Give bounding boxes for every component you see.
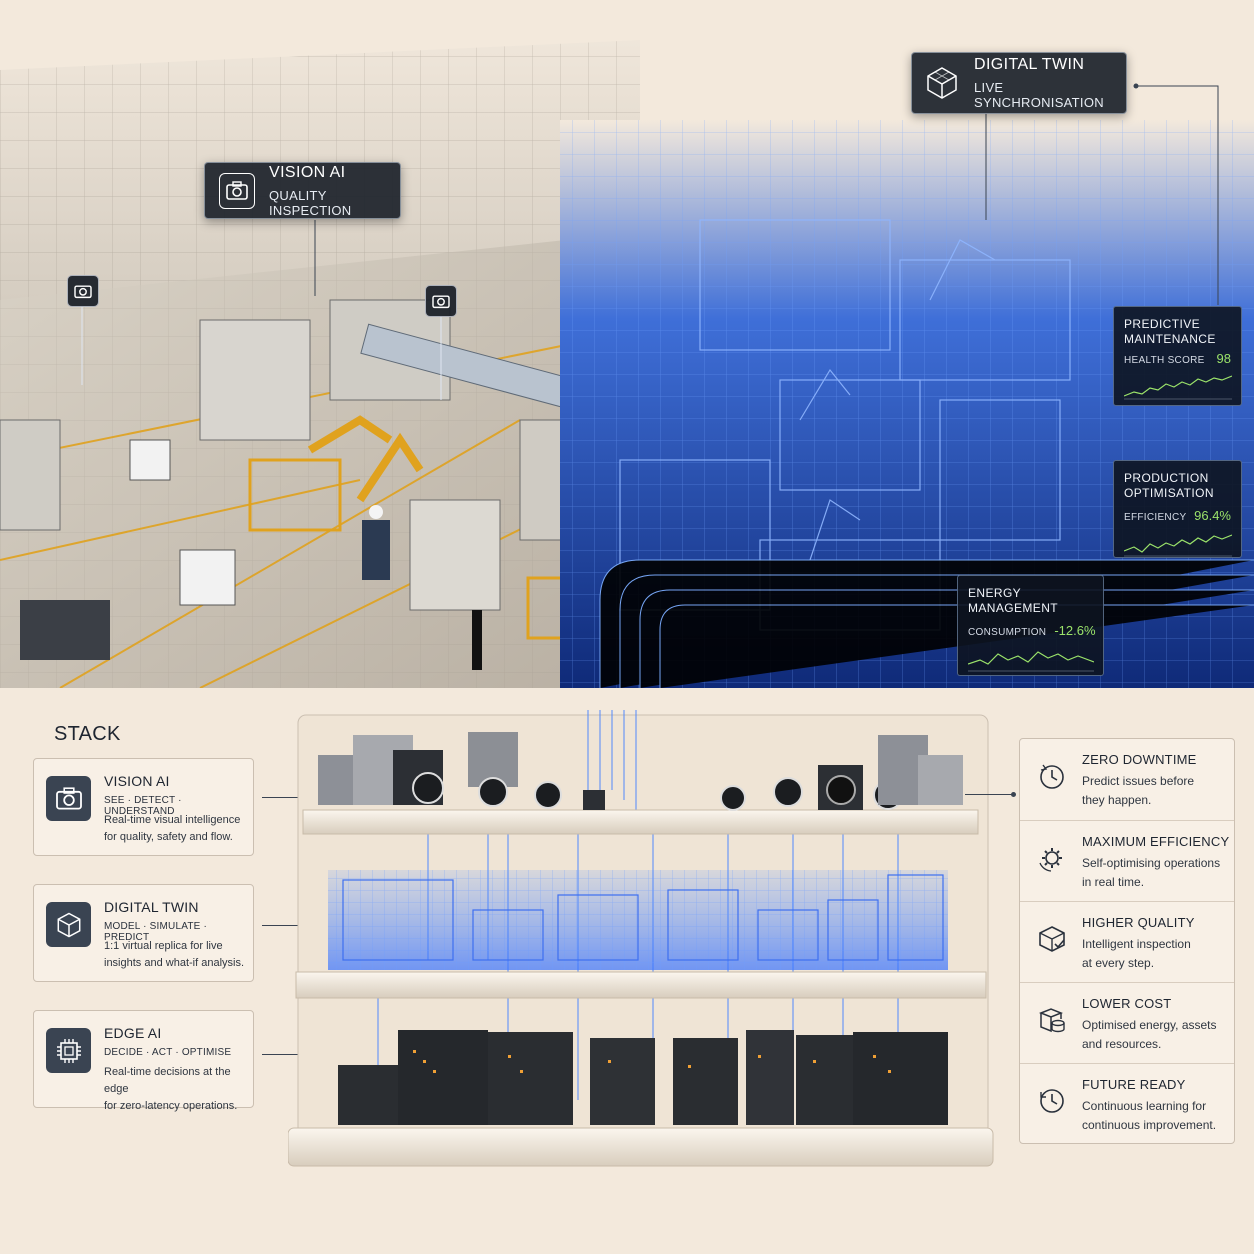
layer-subtitle: DECIDE · ACT · OPTIMISE	[104, 1047, 232, 1058]
layer-title: EDGE AI	[104, 1025, 162, 1041]
benefits-connector	[965, 792, 1016, 797]
cube-icon	[46, 902, 91, 947]
benefit-maximum-efficiency[interactable]: MAXIMUM EFFICIENCY Self-optimising opera…	[1020, 820, 1234, 901]
gear-cycle-icon	[1039, 848, 1062, 872]
camera-icon	[219, 172, 255, 209]
benefit-description: Intelligent inspection at every step.	[1082, 935, 1230, 973]
layer-description: Real-time decisions at the edge for zero…	[104, 1064, 250, 1115]
benefit-description-line1: Continuous learning for	[1082, 1099, 1207, 1113]
camera-devices	[318, 732, 963, 811]
benefit-title: FUTURE READY	[1082, 1077, 1186, 1092]
layer-card-vision-ai[interactable]: VISION AI SEE · DETECT · UNDERSTAND Real…	[33, 758, 254, 856]
metric-value: -12.6%	[1054, 623, 1096, 638]
stack-heading: STACK	[54, 723, 121, 745]
cube-check-icon	[1039, 926, 1065, 952]
layer-description-line1: 1:1 virtual replica for live	[104, 940, 223, 952]
benefit-title: MAXIMUM EFFICIENCY	[1082, 834, 1230, 849]
metric-value: 98	[1216, 351, 1231, 366]
layer-description-line1: Real-time visual intelligence	[104, 814, 241, 826]
edge-hardware-units	[338, 1030, 948, 1125]
layer-description-line2: insights and what-if analysis.	[104, 957, 245, 969]
layer-description-line2: for quality, safety and flow.	[104, 831, 233, 843]
benefit-title: ZERO DOWNTIME	[1082, 752, 1197, 767]
sparkline-chart	[968, 651, 1094, 672]
metric-label: CONSUMPTION	[968, 627, 1047, 638]
benefit-description-line1: Self-optimising operations	[1082, 856, 1221, 870]
benefit-description: Predict issues before they happen.	[1082, 772, 1230, 810]
benefit-lower-cost[interactable]: LOWER COST Optimised energy, assets and r…	[1020, 982, 1234, 1063]
benefit-description-line2: at every step.	[1082, 956, 1155, 970]
benefit-future-ready[interactable]: FUTURE READY Continuous learning for cont…	[1020, 1063, 1234, 1144]
digital-twin-tag-subtitle: LIVE SYNCHRONISATION	[974, 80, 1104, 110]
camera-icon	[46, 776, 91, 821]
layer-description-line2: for zero-latency operations.	[104, 1100, 238, 1112]
camera-icon	[432, 295, 450, 309]
vision-ai-tag-subtitle: QUALITY INSPECTION	[269, 187, 352, 218]
chip-icon	[46, 1028, 91, 1073]
layer-description: Real-time visual intelligence for qualit…	[104, 812, 250, 846]
camera-pin-left[interactable]	[67, 275, 99, 307]
layer-title: DIGITAL TWIN	[104, 899, 199, 915]
coins-icon	[1038, 1008, 1065, 1033]
vision-ai-tag-title: VISION AI	[269, 163, 346, 181]
benefit-description-line1: Intelligent inspection	[1082, 937, 1191, 951]
sparkline-chart	[1124, 375, 1232, 400]
clock-icon	[1040, 1089, 1064, 1113]
digital-twin-tag-title: DIGITAL TWIN	[974, 56, 1085, 73]
metric-title-line2: MAINTENANCE	[1124, 332, 1216, 346]
benefit-description: Continuous learning for continuous improv…	[1082, 1097, 1230, 1135]
camera-icon	[74, 285, 92, 299]
factory-hero-image: VISION AI QUALITY INSPECTION DIGITAL TWI…	[0, 40, 1254, 688]
layer-card-digital-twin[interactable]: DIGITAL TWIN MODEL · SIMULATE · PREDICT …	[33, 884, 254, 982]
layer-card-edge-ai[interactable]: EDGE AI DECIDE · ACT · OPTIMISE Real-tim…	[33, 1010, 254, 1112]
benefit-description-line2: continuous improvement.	[1082, 1118, 1217, 1132]
metric-label: HEALTH SCORE	[1124, 355, 1205, 366]
metric-title-line1: PREDICTIVE	[1124, 317, 1201, 331]
benefit-description: Optimised energy, assets and resources.	[1082, 1016, 1230, 1054]
layer-title: VISION AI	[104, 773, 170, 789]
benefit-title: LOWER COST	[1082, 996, 1172, 1011]
layer-description-line1: Real-time decisions at the edge	[104, 1066, 231, 1095]
benefit-title: HIGHER QUALITY	[1082, 915, 1195, 930]
digital-twin-tag: DIGITAL TWIN LIVE SYNCHRONISATION	[911, 52, 1127, 114]
production-optimisation-card: PRODUCTION OPTIMISATION EFFICIENCY 96.4%	[1113, 460, 1242, 558]
layer-description: 1:1 virtual replica for live insights an…	[104, 938, 250, 972]
vision-ai-tag: VISION AI QUALITY INSPECTION	[204, 162, 401, 219]
benefit-description-line1: Predict issues before	[1082, 774, 1195, 788]
benefit-description-line1: Optimised energy, assets	[1082, 1018, 1217, 1032]
benefit-description-line2: in real time.	[1082, 875, 1145, 889]
predictive-maintenance-card: PREDICTIVE MAINTENANCE HEALTH SCORE 98	[1113, 306, 1242, 406]
camera-pin-center[interactable]	[425, 285, 457, 317]
clock-refresh-icon	[1040, 764, 1064, 789]
sparkline-chart	[1124, 534, 1232, 557]
layer-subtitle: SEE · DETECT · UNDERSTAND	[104, 795, 182, 817]
metric-title-line2: MANAGEMENT	[968, 601, 1059, 615]
energy-management-card: ENERGY MANAGEMENT CONSUMPTION -12.6%	[957, 575, 1104, 676]
metric-label: EFFICIENCY	[1124, 512, 1187, 523]
layer-subtitle: MODEL · SIMULATE · PREDICT	[104, 921, 208, 943]
benefits-panel: ZERO DOWNTIME Predict issues before they …	[1019, 738, 1235, 1144]
benefit-description-line2: they happen.	[1082, 793, 1152, 807]
benefit-description-line2: and resources.	[1082, 1037, 1162, 1051]
hardware-stack-cabinet	[288, 710, 994, 1167]
benefit-description: Self-optimising operations in real time.	[1082, 854, 1230, 892]
metric-title-line2: OPTIMISATION	[1124, 486, 1214, 500]
metric-value: 96.4%	[1194, 508, 1231, 523]
cube-icon	[924, 65, 960, 101]
benefit-zero-downtime[interactable]: ZERO DOWNTIME Predict issues before they …	[1020, 739, 1234, 820]
metric-title-line1: ENERGY	[968, 586, 1022, 600]
benefit-higher-quality[interactable]: HIGHER QUALITY Intelligent inspection at …	[1020, 901, 1234, 982]
metric-title-line1: PRODUCTION	[1124, 471, 1209, 485]
